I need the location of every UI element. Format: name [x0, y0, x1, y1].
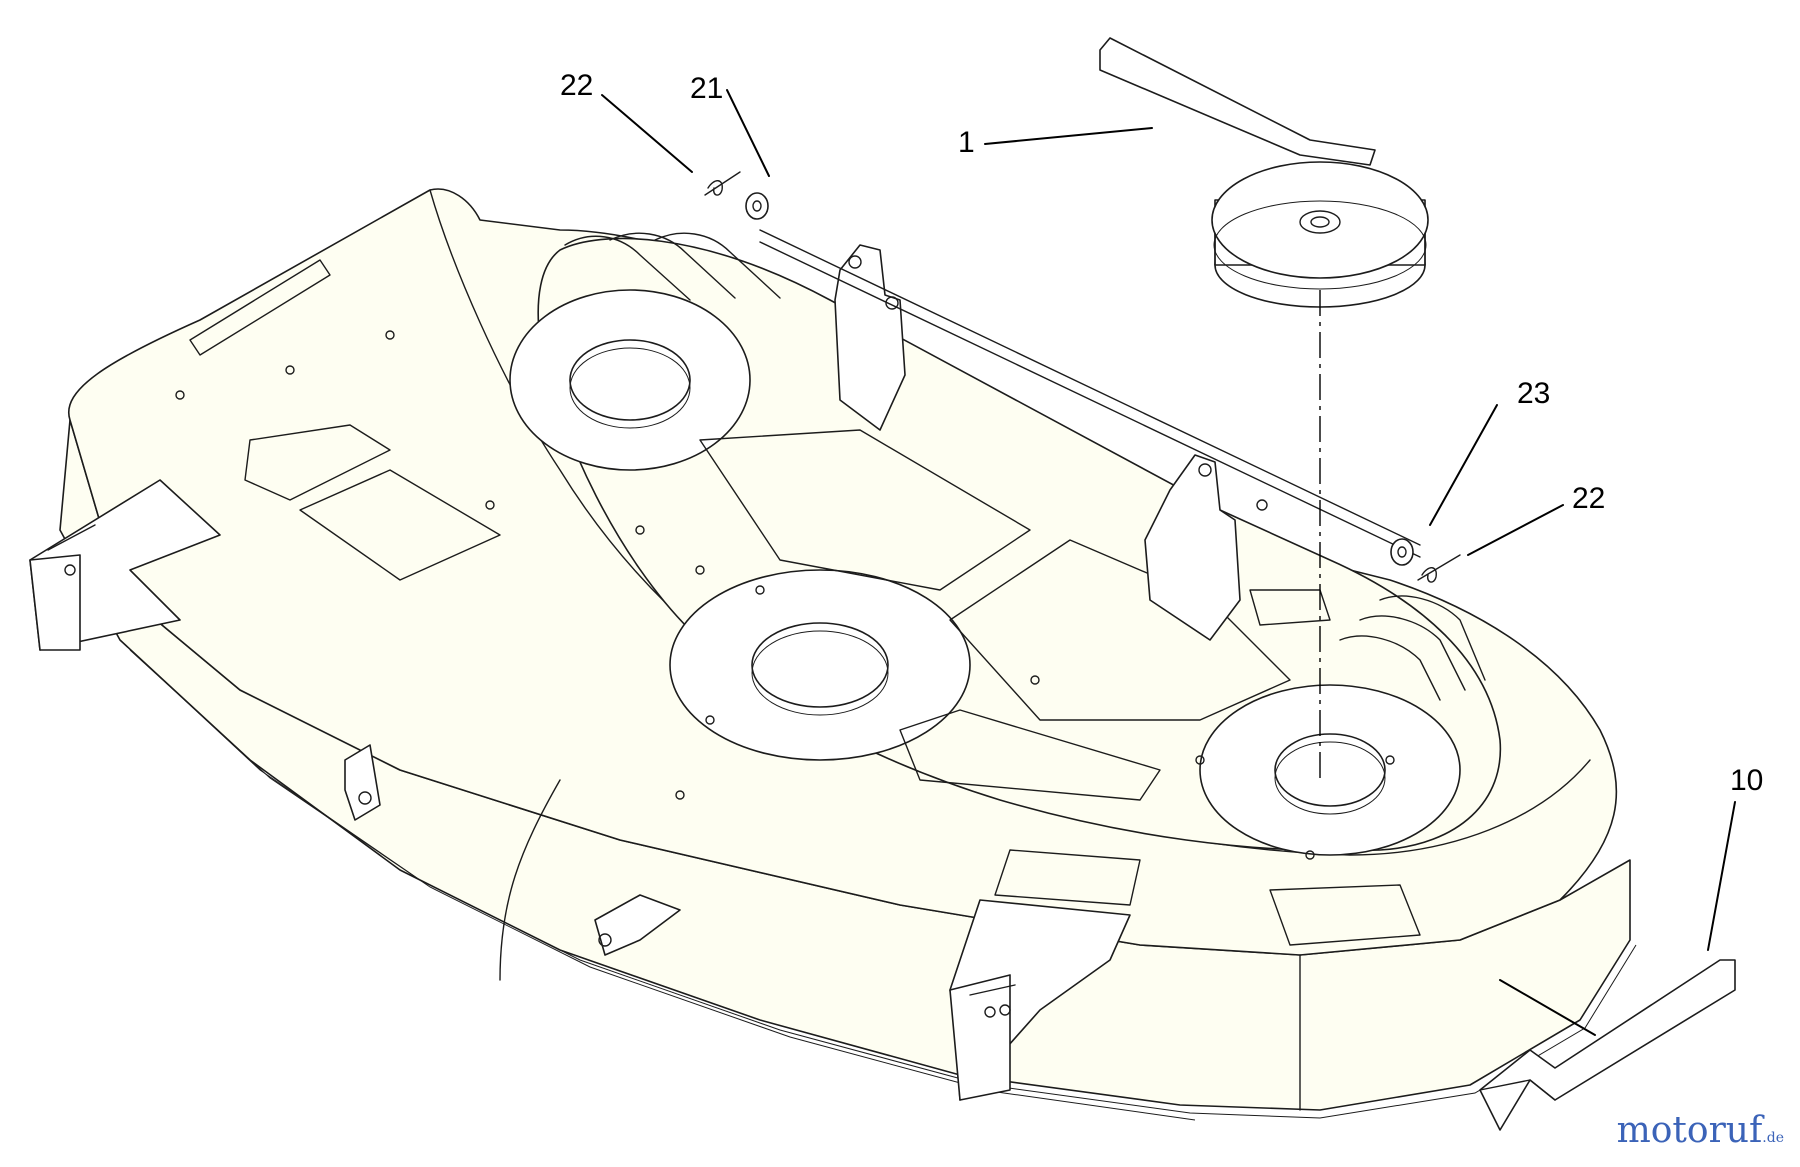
hole [1030, 675, 1040, 685]
hitch-bracket-front [1144, 454, 1241, 641]
callouts: 22 21 1 23 22 10 [560, 69, 1763, 797]
pulley-groove [1213, 200, 1427, 290]
leader-23 [1429, 404, 1498, 526]
watermark-brand: motoruf [1616, 1110, 1763, 1151]
spindle-right-ring [1274, 741, 1386, 815]
bracket-pin-hole [1198, 463, 1212, 477]
watermark-tld: .de [1762, 1130, 1784, 1146]
spindle-right-inner [1274, 733, 1386, 807]
panel-front [899, 709, 1161, 801]
decal-left-top [189, 259, 331, 356]
spindle-center-ring [751, 630, 889, 716]
hole [1385, 755, 1395, 765]
baffle-strip [1479, 959, 1736, 1131]
pulley-hub [1299, 210, 1341, 234]
bracket-pin-hole [885, 296, 899, 310]
hole [635, 525, 645, 535]
left-bracket-clip [47, 524, 96, 551]
leader-21 [726, 89, 770, 177]
front-lug-right [594, 894, 681, 956]
deck-ribs [564, 232, 1486, 701]
belt-guard [1099, 37, 1376, 166]
part-22-cotter-pin-rear [704, 171, 741, 196]
panel-right [949, 539, 1291, 721]
leader-lines [601, 89, 1736, 1036]
callout-21: 21 [690, 72, 723, 105]
hole [695, 565, 705, 575]
spindle-left-ring [569, 347, 691, 429]
rib [564, 235, 691, 301]
leader-22-front [1467, 504, 1564, 556]
hitch-rod-2 [759, 241, 1421, 558]
rib [654, 232, 781, 299]
hitch-brackets [759, 229, 1421, 641]
leader-10 [1707, 801, 1736, 951]
hole [1195, 755, 1205, 765]
pulley-top [1211, 161, 1429, 279]
part-21-washer-rear [745, 192, 769, 220]
deflector-brackets [29, 479, 1131, 1101]
bracket-pin-hole [848, 255, 862, 269]
hole [485, 500, 495, 510]
part-23-washer-front [1390, 538, 1414, 566]
rib [1339, 635, 1441, 701]
decal-right [1249, 589, 1331, 626]
callout-10: 10 [1730, 764, 1763, 797]
lug-hole [358, 791, 372, 805]
hole [705, 715, 715, 725]
hole [755, 585, 765, 595]
hole [385, 330, 395, 340]
mount-holes [175, 330, 1395, 860]
left-bracket-plate [29, 554, 81, 651]
hitch-bracket-rear [834, 244, 906, 431]
panel-center [699, 429, 1031, 591]
callout-22-front: 22 [1572, 482, 1605, 515]
spindle-center-inner [751, 622, 889, 708]
front-lug-left [344, 744, 381, 821]
decal-left-mid [244, 424, 391, 501]
leader-22-rear [601, 94, 693, 173]
baffle-edge [1479, 1079, 1556, 1101]
part-1-pulley-assembly [1099, 37, 1429, 308]
lug-hole [598, 933, 612, 947]
pulley-bore [1310, 216, 1330, 228]
bracket-pin-hole [1256, 499, 1268, 511]
watermark-logo: motoruf.de [1617, 1110, 1784, 1151]
leader-10-tail [1499, 979, 1596, 1036]
callout-22-rear: 22 [560, 69, 593, 102]
part-10-baffle [1479, 959, 1736, 1131]
callout-23: 23 [1517, 377, 1550, 410]
spindle-left-inner [569, 339, 691, 421]
washer [745, 192, 769, 220]
bracket-hole [999, 1004, 1011, 1016]
washer-hole [752, 200, 762, 212]
bracket-hole [64, 564, 76, 576]
decal-left-low [299, 469, 501, 581]
cotter-pin [704, 171, 741, 196]
decal-front-1 [994, 849, 1141, 906]
part-22-cotter-pin-front [1417, 554, 1461, 583]
decal-front-2 [1269, 884, 1421, 946]
deck-panels [189, 259, 1421, 946]
hitch-rod [759, 229, 1421, 546]
callout-1: 1 [958, 126, 975, 159]
rib [609, 232, 736, 299]
hole [175, 390, 185, 400]
front-bracket-plate [949, 974, 1011, 1101]
washer [1390, 538, 1414, 566]
leader-1 [984, 127, 1153, 145]
spindle-wells [509, 289, 1461, 856]
hole [285, 365, 295, 375]
washer-hole [1397, 546, 1407, 558]
hole [675, 790, 685, 800]
rib [1379, 595, 1486, 681]
hole [1305, 850, 1315, 860]
bracket-hole [984, 1006, 996, 1018]
rib [1359, 615, 1466, 691]
cotter-pin [1417, 554, 1461, 583]
front-bracket-clip [969, 984, 1016, 996]
deck-front-edge [499, 779, 561, 981]
